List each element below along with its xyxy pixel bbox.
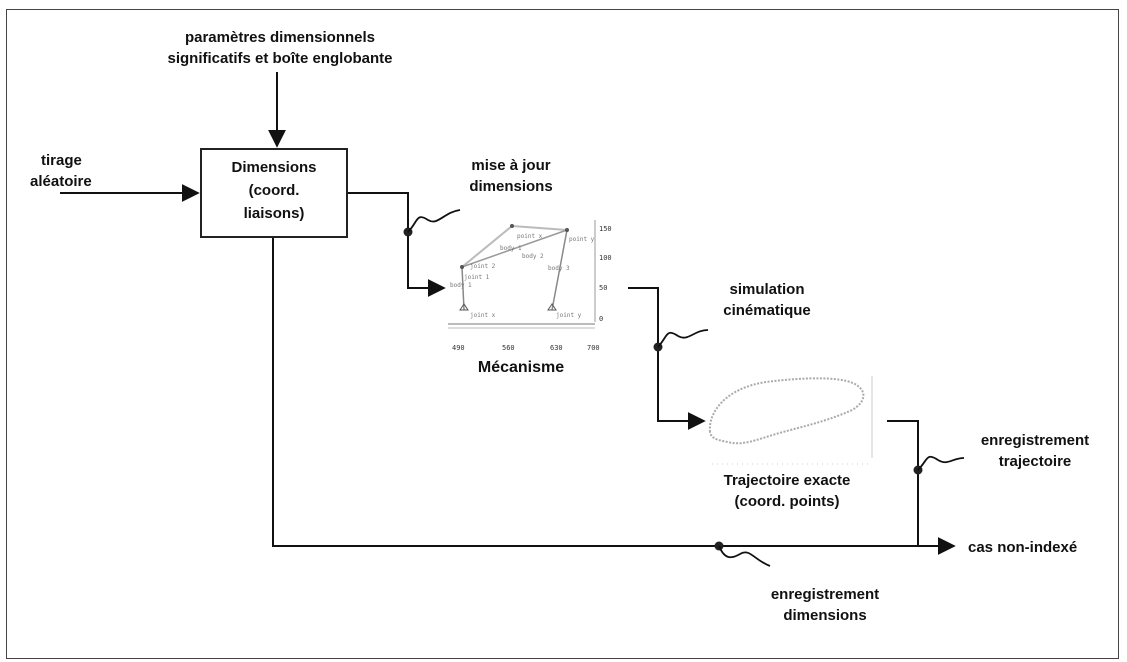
simulation-squiggle [657,329,709,348]
mech-y-tick-150: 150 [599,225,612,233]
dimensions-line1: Dimensions [231,159,317,176]
enregistrement-trajectoire-line1: enregistrement [980,432,1090,449]
mech-tag-joint-y: joint y [556,312,582,319]
dimensions-line2: (coord. [248,182,300,199]
trajectoire-output-line [887,420,919,546]
trajectoire-line2: (coord. points) [734,493,840,510]
mech-tag-body-1b: body 1 [450,282,472,289]
enregistrement-trajectoire-squiggle [917,455,965,471]
body-link-crank [461,266,465,311]
mech-y-tick-100: 100 [599,254,612,262]
ground-joint-right [547,303,557,311]
tirage-label-line2: aléatoire [30,173,92,190]
cas-non-indexe-label: cas non-indexé [968,539,1078,556]
body-link-left [461,225,513,268]
enregistrement-trajectoire-label: enregistrement trajectoire [965,430,1105,472]
mech-node-right [565,228,569,232]
dimensions-line3: liaisons) [243,205,305,222]
dimensions-box: Dimensions (coord. liaisons) [200,148,348,238]
mech-tag-point-y: point y [569,236,595,243]
mech-tag-joint-2: joint 2 [470,263,496,270]
dimensions-to-mecanisme-line [348,192,446,297]
mech-x-tick-560: 560 [502,344,515,352]
simulation-line2: cinématique [723,302,811,319]
params-label-line2: significatifs et boîte englobante [167,50,393,67]
mise-a-jour-line2: dimensions [469,178,553,195]
simulation-line1: simulation [729,281,805,298]
mech-tag-joint-1: joint 1 [464,274,490,281]
mecanisme-figure: point x point y body 1 body 2 body 3 joi… [448,220,612,352]
mise-a-jour-line1: mise à jour [471,157,551,174]
mech-node-left [460,265,464,269]
enregistrement-dimensions-label: enregistrement dimensions [755,584,895,626]
mech-node-top [510,224,514,228]
trajectory-curve [708,377,865,445]
mech-x-tick-490: 490 [452,344,465,352]
body-link-mid [461,229,568,268]
trajectoire-label: Trajectoire exacte (coord. points) [697,470,877,512]
mecanisme-label: Mécanisme [477,359,565,376]
mech-tag-body-3: body 3 [548,265,570,272]
tirage-label-line1: tirage [41,152,82,169]
mech-tag-body-2: body 2 [522,253,544,260]
params-label: paramètres dimensionnels significatifs e… [140,27,420,69]
simulation-label: simulation cinématique [702,279,832,321]
trajectoire-figure [708,376,873,465]
enregistrement-dimensions-squiggle [718,545,771,567]
body-link-right [551,229,568,311]
diagram-frame [6,9,1119,659]
mech-tag-body-1: body 1 [500,245,522,252]
tirage-label: tirage aléatoire [30,150,92,192]
mise-a-jour-label: mise à jour dimensions [456,155,566,197]
mech-x-tick-630: 630 [550,344,563,352]
enregistrement-dimensions-line1: enregistrement [770,586,880,603]
mecanisme-to-trajectoire-line [628,287,706,430]
body-link-top [511,225,568,231]
enregistrement-dimensions-line2: dimensions [783,607,867,624]
mech-tag-point-x: point x [517,233,543,240]
mise-a-jour-squiggle [407,209,461,233]
ground-joint-left [459,303,469,311]
mech-y-tick-50: 50 [599,284,607,292]
params-label-line1: paramètres dimensionnels [184,29,376,46]
trajectoire-line1: Trajectoire exacte [723,472,851,489]
mech-y-tick-0: 0 [599,315,603,323]
mech-x-tick-700: 700 [587,344,600,352]
enregistrement-trajectoire-line2: trajectoire [998,453,1072,470]
mech-tag-joint-x: joint x [470,312,496,319]
bypass-line [272,238,956,555]
